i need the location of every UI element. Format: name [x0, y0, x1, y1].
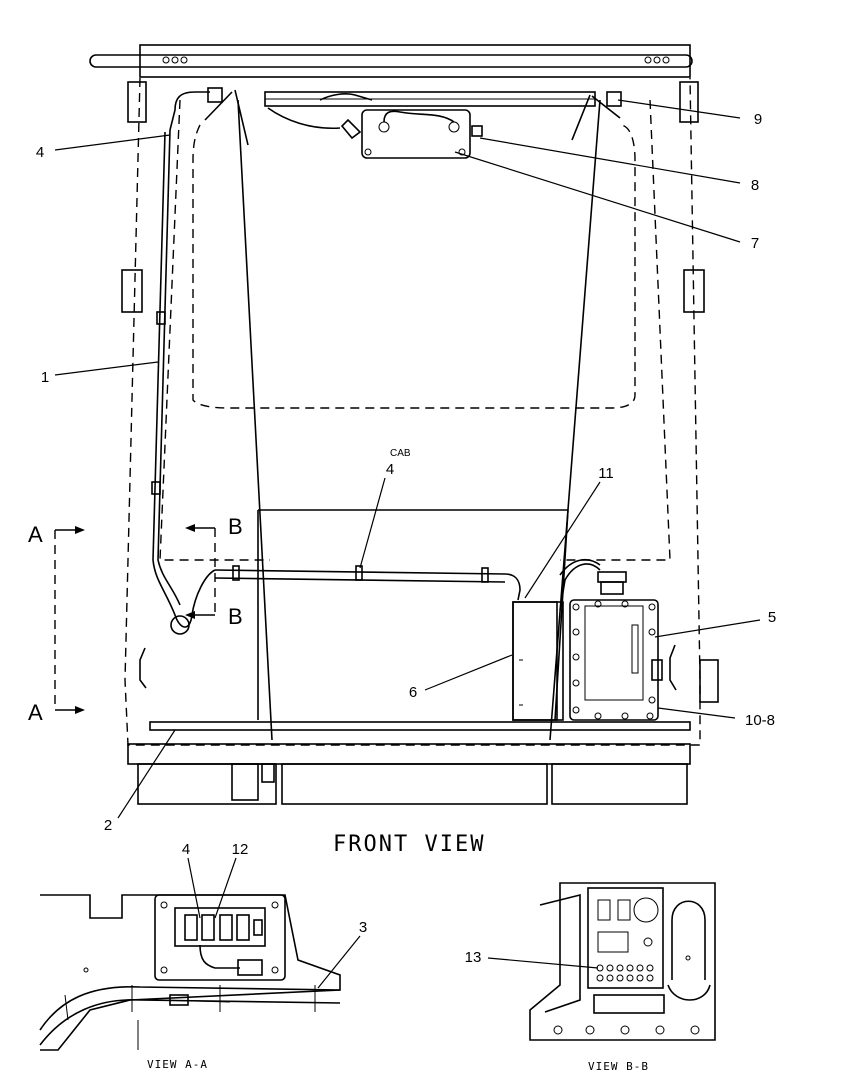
- view-bb-title: VIEW B-B: [588, 1060, 649, 1073]
- callout-10-8: 10-8: [745, 712, 775, 729]
- relay-box: [512, 601, 558, 721]
- callout-aa-12: 12: [232, 841, 249, 858]
- view-aa-plate: [154, 894, 286, 981]
- callout-bb-13: 13: [465, 949, 482, 966]
- cab-label: CAB: [390, 448, 411, 459]
- display-panel: [569, 599, 659, 721]
- floor-plate: [149, 721, 691, 731]
- callout-7: 7: [751, 235, 759, 252]
- section-a-bottom: A: [28, 700, 43, 725]
- view-aa-outline: [40, 894, 341, 1051]
- indicator-lights: [596, 964, 654, 982]
- cab-outline: [124, 77, 701, 746]
- callout-aa-4: 4: [182, 841, 190, 858]
- callout-1: 1: [41, 369, 49, 386]
- callout-5: 5: [768, 609, 776, 626]
- view-aa-title: VIEW A-A: [147, 1058, 208, 1071]
- roof-rail: [89, 54, 693, 68]
- view-aa: 4 12 3 VIEW A-A: [39, 841, 367, 1071]
- connector: [340, 118, 362, 140]
- panel-bolts: [572, 600, 656, 720]
- view-bb-panel: [587, 887, 664, 989]
- callout-6: 6: [409, 684, 417, 701]
- callout-aa-3: 3: [359, 919, 367, 936]
- front-view: A A B B CAB 4 1 2 9 8 7 4 11 5 6 10-8: [28, 44, 776, 834]
- callout-8: 8: [751, 177, 759, 194]
- callout-4-top: 4: [36, 144, 44, 161]
- roof-top: [139, 44, 691, 78]
- control-module: [361, 109, 471, 159]
- callout-9: 9: [754, 111, 762, 128]
- section-b-bottom: B: [228, 604, 243, 629]
- view-bb-outline: [529, 882, 716, 1041]
- right-pillar: [549, 99, 601, 741]
- section-b-top: B: [228, 514, 243, 539]
- callout-11: 11: [598, 465, 614, 482]
- callout-4-cab: 4: [386, 461, 394, 478]
- view-bb: 13 VIEW B-B: [465, 882, 716, 1073]
- left-pillar: [237, 99, 273, 741]
- main-title: FRONT VIEW: [333, 832, 485, 857]
- windshield: [192, 124, 636, 409]
- section-a-top: A: [28, 522, 43, 547]
- harness-middle: [214, 569, 521, 601]
- callout-2: 2: [104, 817, 112, 834]
- harness-top-left: [169, 91, 210, 131]
